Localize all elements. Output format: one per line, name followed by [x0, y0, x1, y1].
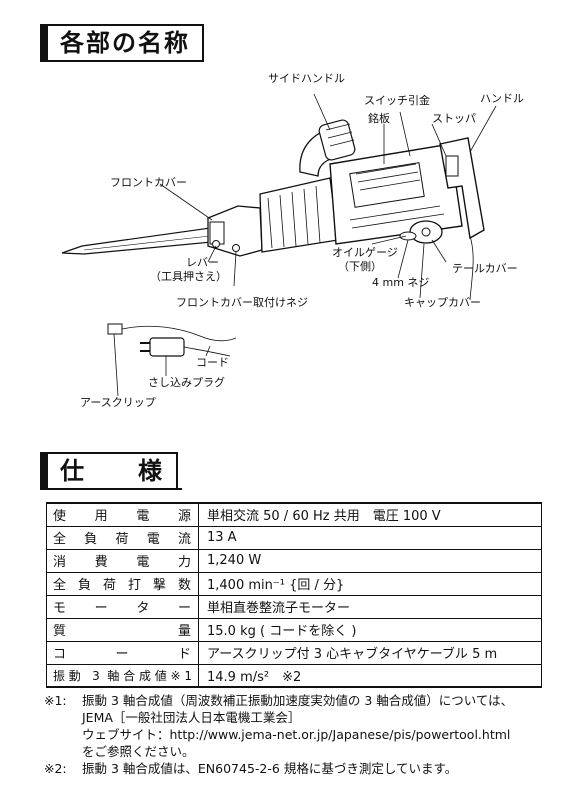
spec-value: 13 A [198, 525, 542, 550]
tool-diagram: サイドハンドル スイッチ引金 ハンドル 銘板 ストッパ フロントカバー レバー … [61, 72, 524, 409]
label-front-cover-screw: フロントカバー取付けネジ [176, 296, 308, 309]
section-title-text: 仕 様 [60, 457, 164, 485]
label-screw-4mm: 4 mm ネジ [372, 276, 429, 289]
table-row: コードアースクリップ付 3 心キャブタイヤケーブル 5 m [46, 640, 542, 665]
footnote-line: ウェブサイト：http://www.jema-net.or.jp/Japanes… [82, 727, 511, 742]
cap-cover-shape [399, 220, 443, 244]
spec-label: 質量 [46, 617, 199, 642]
footnote-mark: ※1: [44, 693, 67, 708]
label-plug: さし込みプラグ [148, 375, 225, 389]
cylinder-body [259, 177, 339, 253]
spec-value: 1,400 min⁻¹ {回 / 分} [198, 571, 542, 596]
spec-value: 14.9 m/s² ※2 [198, 663, 542, 688]
title-underline [40, 60, 180, 62]
front-cover-shape [207, 205, 263, 257]
motor-housing [329, 143, 463, 245]
section-title-spec: 仕 様 [40, 452, 178, 490]
spec-label: モーター [46, 594, 199, 619]
label-side-handle: サイドハンドル [268, 72, 345, 85]
spec-label: 振動 3 軸合成値※1 [46, 663, 199, 688]
spec-value: アースクリップ付 3 心キャブタイヤケーブル 5 m [198, 640, 542, 665]
footnote-mark: ※2: [44, 761, 67, 776]
section-title-parts: 各部の名称 [40, 24, 204, 62]
label-nameplate: 銘板 [368, 111, 390, 125]
spec-value: 1,240 W [198, 548, 542, 573]
label-front-cover: フロントカバー [110, 176, 187, 189]
spec-value: 15.0 kg ( コードを除く ) [198, 617, 542, 642]
section-title-text: 各部の名称 [60, 29, 190, 57]
cord-and-plug [107, 323, 237, 357]
footnote-line: をご参照ください。 [82, 744, 195, 759]
footnote-line: JEMA［一般社団法人日本電機工業会］ [82, 710, 301, 725]
label-cord: コード [196, 356, 229, 369]
label-cap-cover: キャップカバー [404, 296, 481, 309]
footnotes: ※1: 振動 3 軸合成値（周波数補正振動加速度実効値の 3 軸合成値）について… [44, 692, 554, 777]
label-oil-gauge-sub: （下側） [338, 260, 382, 273]
label-stopper: ストッパ [432, 112, 476, 125]
rear-handle-shape [439, 137, 485, 301]
label-tail-cover: テールカバー [452, 262, 518, 275]
footnote-2: ※2: 振動 3 軸合成値は、EN60745-2-6 規格に基づき測定しています… [44, 760, 554, 777]
label-lever: レバー [186, 256, 219, 269]
label-earth-clip: アースクリップ [80, 396, 156, 409]
spec-label: 全負荷電流 [46, 525, 199, 550]
spec-label: コード [46, 640, 199, 665]
spec-label: 使用電源 [46, 502, 199, 527]
chisel-bit [61, 227, 213, 255]
footnote-line: 振動 3 軸合成値（周波数補正振動加速度実効値の 3 軸合成値）については、 [82, 693, 514, 708]
footnote-1: ※1: 振動 3 軸合成値（周波数補正振動加速度実効値の 3 軸合成値）について… [44, 692, 554, 760]
label-oil-gauge: オイルゲージ [332, 246, 398, 259]
label-handle: ハンドル [480, 92, 524, 105]
label-switch-trigger: スイッチ引金 [364, 93, 430, 107]
table-row: 使用電源単相交流 50 / 60 Hz 共用 電圧 100 V [46, 502, 542, 527]
title-underline [40, 488, 182, 490]
label-lever-sub: （工具押さえ） [150, 269, 227, 283]
spec-label: 全負荷打撃数 [46, 571, 199, 596]
table-row: モーター単相直巻整流子モーター [46, 594, 542, 619]
spec-value: 単相交流 50 / 60 Hz 共用 電圧 100 V [198, 502, 542, 527]
footnote-line: 振動 3 軸合成値は、EN60745-2-6 規格に基づき測定しています。 [82, 761, 458, 776]
spec-label: 消費電力 [46, 548, 199, 573]
spec-value: 単相直巻整流子モーター [198, 594, 542, 619]
side-handle-shape [299, 119, 356, 177]
